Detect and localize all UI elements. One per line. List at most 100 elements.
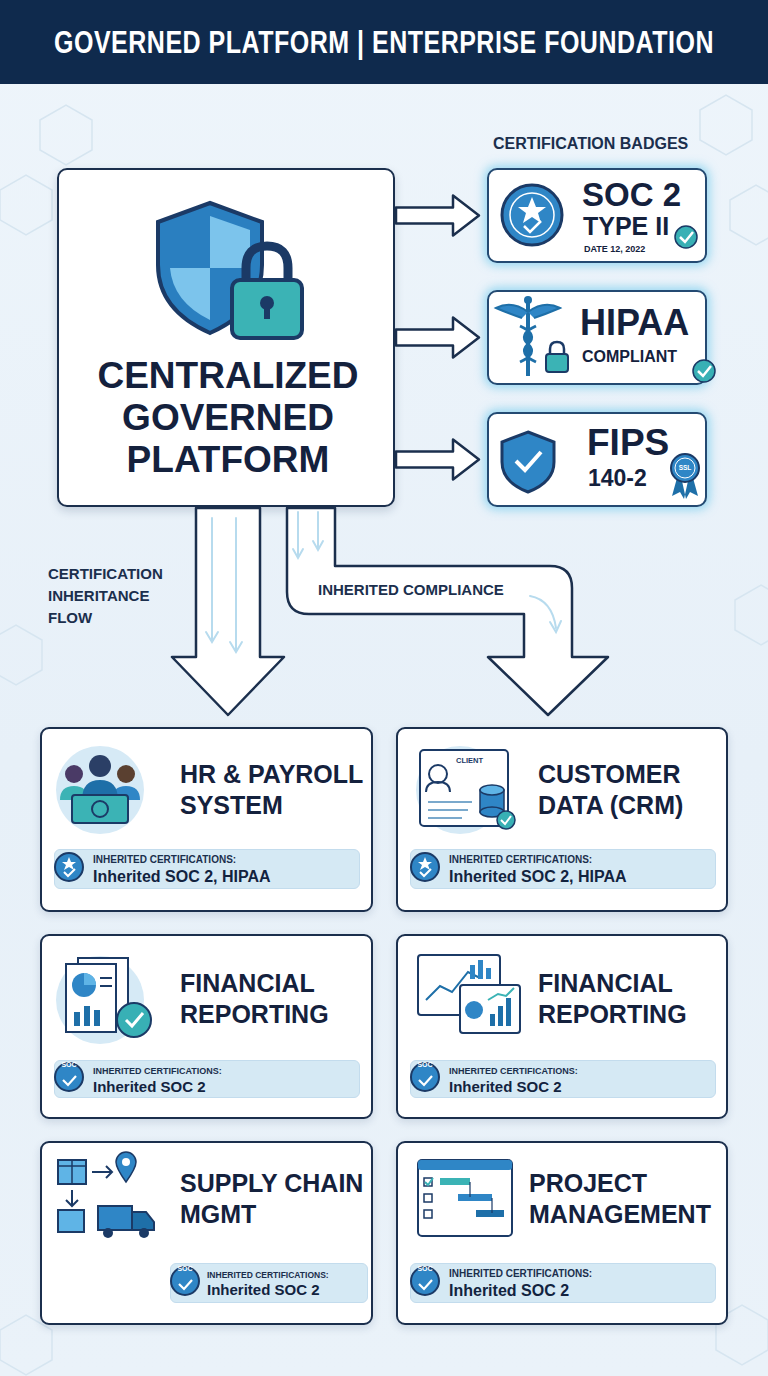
caduceus-icon <box>546 354 568 372</box>
shield-lock-icon <box>170 268 210 320</box>
chart-screen-icon <box>498 1006 503 1026</box>
block-arrow <box>396 440 479 480</box>
seal-text: SOC <box>413 1060 437 1069</box>
supply-chain-icon <box>58 1152 154 1238</box>
certification-seal <box>64 869 75 876</box>
shield-lock-icon <box>264 303 270 319</box>
shield-lock-icon <box>246 246 288 283</box>
section-label: CERTIFICATION BADGES <box>493 134 688 154</box>
certification-seal <box>419 1280 432 1289</box>
report-document-icon <box>66 964 116 1032</box>
band-text: INHERITED CERTIFICATIONS: <box>449 854 592 866</box>
supply-chain-icon <box>103 1228 113 1238</box>
band-text: Inherited SOC 2, HIPAA <box>93 867 271 886</box>
gantt-window-icon <box>424 1178 432 1186</box>
report-document-icon <box>126 1013 143 1026</box>
certification-band: INHERITED CERTIFICATIONS:Inherited SOC 2 <box>410 1060 716 1098</box>
people-money-icon <box>72 795 128 823</box>
flow-streak <box>317 512 319 548</box>
certification-seal <box>419 1076 432 1085</box>
soc-seal-icon <box>675 226 697 248</box>
certification-seal <box>179 1280 192 1289</box>
title-bar: GOVERNED PLATFORM | ENTERPRISE FOUNDATIO… <box>0 0 768 84</box>
band-text: INHERITED CERTIFICATIONS: <box>93 1066 222 1077</box>
badge-text: 140-2 <box>588 465 647 491</box>
system-box: SUPPLY CHAIN MGMT INHERITED CERTIFICATION… <box>40 1141 373 1325</box>
client-card-icon <box>428 802 472 818</box>
caduceus-icon <box>496 296 715 382</box>
band-text: INHERITED CERTIFICATIONS: <box>207 1270 329 1280</box>
report-document-icon <box>74 1012 80 1026</box>
band-text: INHERITED CERTIFICATIONS: <box>93 854 236 866</box>
supply-chain-icon <box>122 1158 130 1166</box>
badge-text: TYPE II <box>583 212 669 240</box>
client-card-icon <box>429 765 447 783</box>
shield-lock-icon <box>158 203 302 338</box>
box-title: HR & PAYROLL SYSTEM <box>180 759 372 821</box>
seal-text: SSL <box>675 463 695 472</box>
chart-screen-icon <box>490 1014 495 1026</box>
caduceus-icon <box>520 326 536 362</box>
fips-shield-icon <box>516 452 541 470</box>
hexagon-pattern <box>0 175 52 235</box>
hexagon-pattern <box>700 95 752 155</box>
flow-streak <box>206 512 561 652</box>
client-card-icon <box>426 782 450 792</box>
gantt-window-icon <box>440 1178 470 1185</box>
certification-seal <box>411 853 439 881</box>
certification-band: INHERITED CERTIFICATIONS:Inherited SOC 2… <box>54 849 360 889</box>
gantt-window-icon <box>458 1194 492 1201</box>
hexagon-pattern <box>0 95 768 1375</box>
band-text: INHERITED CERTIFICATIONS: <box>449 1066 578 1077</box>
badge-text: SOC 2 <box>582 177 681 213</box>
badge-text: FIPS <box>587 423 669 463</box>
people-money-icon <box>92 801 108 817</box>
box-title: PROJECT MANAGEMENT <box>529 1168 727 1230</box>
caduceus-icon <box>693 360 715 382</box>
people-money-icon <box>56 746 144 834</box>
badge-text: DATE 12, 2022 <box>584 244 645 255</box>
gantt-window-icon <box>476 1210 504 1217</box>
fips-shield-icon <box>502 432 699 499</box>
flow-streak <box>230 642 242 652</box>
supply-chain-icon <box>58 1160 86 1184</box>
gantt-window-icon <box>424 1194 432 1202</box>
certification-band: INHERITED CERTIFICATIONS:Inherited SOC 2 <box>410 1263 716 1303</box>
band-text: INHERITED CERTIFICATIONS: <box>449 1268 592 1280</box>
certification-seal <box>63 1076 76 1085</box>
people-money-icon <box>65 765 83 783</box>
client-card-icon <box>501 816 511 824</box>
flow-streak <box>293 549 303 558</box>
gantt-window-icon <box>470 1182 492 1213</box>
soc-seal-icon <box>524 221 541 232</box>
client-card-icon <box>497 811 515 829</box>
hexagon-pattern <box>40 105 92 165</box>
gantt-window-icon <box>425 1178 433 1185</box>
soc-seal-icon <box>680 232 693 242</box>
box-title: SUPPLY CHAIN MGMT <box>180 1168 372 1230</box>
chart-screen-icon <box>470 965 475 979</box>
gantt-window-icon <box>418 1160 512 1236</box>
certification-seal <box>418 857 432 870</box>
band-text: Inherited SOC 2, HIPAA <box>449 867 627 886</box>
shield-lock-icon <box>232 280 302 338</box>
hexagon-pattern <box>730 185 768 245</box>
box-title: CUSTOMER DATA (CRM) <box>538 759 726 821</box>
edge-label: INHERITED COMPLIANCE <box>318 580 504 600</box>
people-money-icon <box>89 755 111 777</box>
flow-streak <box>550 621 561 632</box>
gantt-window-icon <box>418 1160 512 1236</box>
flow-streak <box>297 512 299 556</box>
flow-streak <box>313 541 323 550</box>
edge-label: CERTIFICATION INHERITANCE FLOW <box>48 563 188 629</box>
hexagon-pattern <box>735 585 768 645</box>
caduceus-icon <box>524 296 532 304</box>
chart-screen-icon <box>488 988 514 1000</box>
block-arrow <box>396 318 479 358</box>
block-arrow <box>396 196 479 236</box>
certification-badge: HIPAACOMPLIANT <box>487 290 707 385</box>
client-card-icon <box>416 746 515 834</box>
